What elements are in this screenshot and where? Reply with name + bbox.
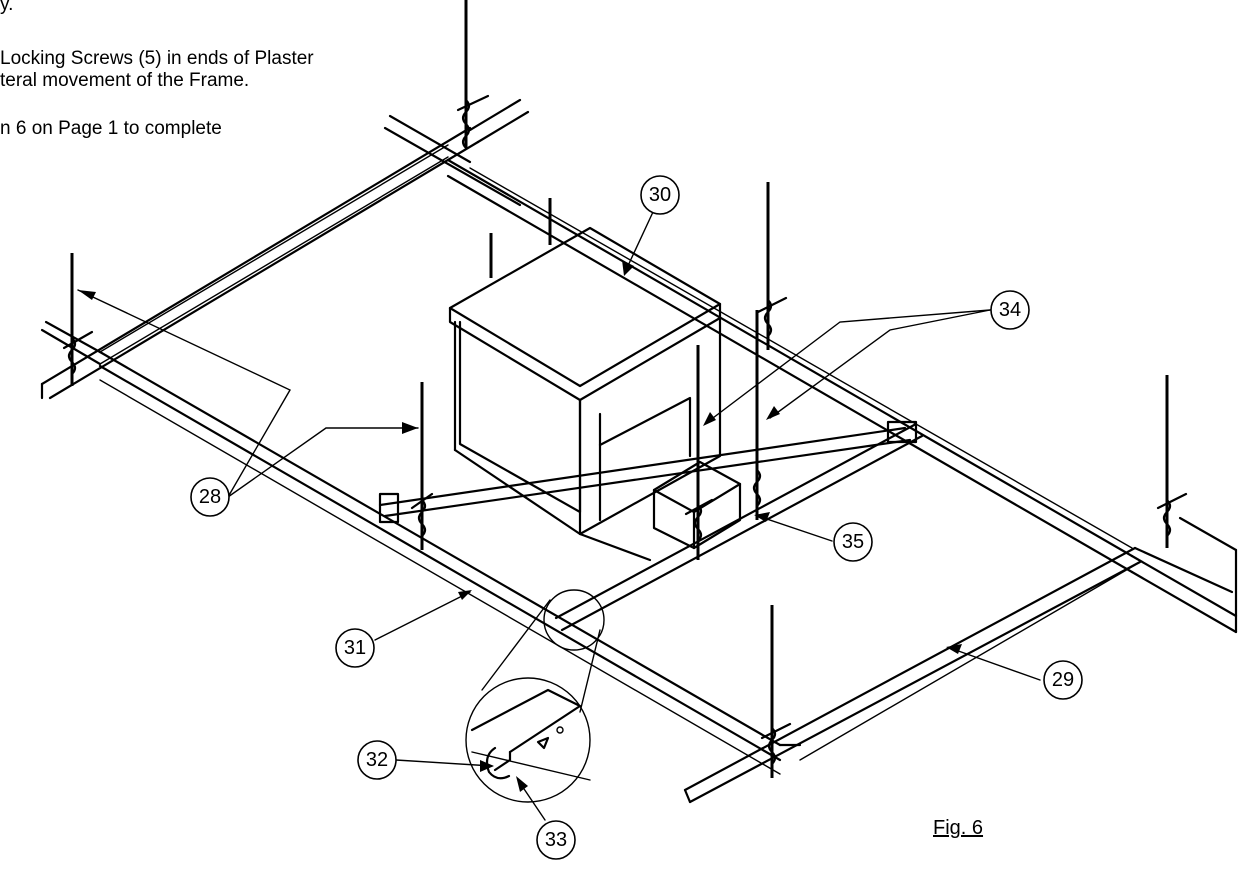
callout-32: 32 [357,740,397,780]
frame-rails [378,420,924,632]
callout-31: 31 [335,628,375,668]
instruction-line-1: y. [0,0,14,15]
figure-label: Fig. 6 [933,817,983,839]
callout-35-label: 35 [842,531,864,553]
detail-magnifier [465,589,605,803]
callout-35: 35 [833,522,873,562]
callout-30: 30 [640,175,680,215]
fixture-housing [448,226,742,562]
leader-lines [77,211,1041,821]
callout-31-label: 31 [344,637,366,659]
callout-30-label: 30 [649,184,671,206]
callout-32-label: 32 [366,749,388,771]
hanger-rods [62,0,1188,778]
callout-28-label: 28 [199,486,221,508]
callout-34: 34 [990,290,1030,330]
callout-33: 33 [536,820,576,860]
callout-33-label: 33 [545,829,567,851]
instruction-line-3: teral movement of the Frame. [0,70,250,91]
callout-28: 28 [190,477,230,517]
instruction-line-2: Locking Screws (5) in ends of Plaster [0,48,314,69]
ceiling-grid [40,98,1238,804]
callout-29-label: 29 [1052,669,1074,691]
instruction-line-4: n 6 on Page 1 to complete [0,118,222,139]
callout-34-label: 34 [999,299,1021,321]
callout-29: 29 [1043,660,1083,700]
